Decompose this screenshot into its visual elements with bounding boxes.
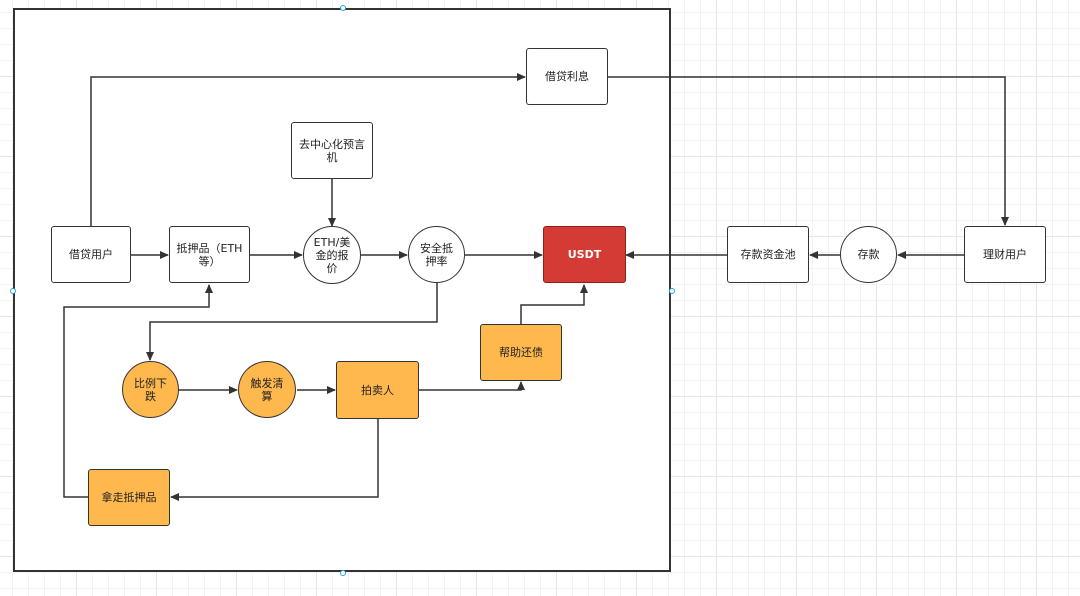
node-auctioneer[interactable]: 拍卖人 <box>336 361 419 419</box>
resize-handle-left[interactable] <box>10 288 16 294</box>
resize-handle-right[interactable] <box>669 288 675 294</box>
edge-auctioneer-take <box>170 419 379 501</box>
edge-borrower-interest <box>90 73 526 226</box>
node-oracle[interactable]: 去中心化预言 机 <box>291 122 373 179</box>
edge-take-collateral <box>63 284 213 498</box>
node-interest[interactable]: 借贷利息 <box>526 48 608 105</box>
resize-handle-bottom[interactable] <box>340 570 346 576</box>
node-price[interactable]: ETH/美 金的报 价 <box>303 226 361 284</box>
node-deposit-pool[interactable]: 存款资金池 <box>727 226 809 283</box>
edge-auctioneer-repay <box>419 381 525 391</box>
node-repay[interactable]: 帮助还债 <box>480 324 562 381</box>
edge-repay-usdt <box>520 284 588 324</box>
edge-interest-wealthuser <box>608 76 1009 226</box>
edge-saferatio-ratiodrop <box>146 283 438 361</box>
node-take-collateral[interactable]: 拿走抵押品 <box>88 469 170 526</box>
node-wealth-user[interactable]: 理财用户 <box>964 226 1046 283</box>
resize-handle-top[interactable] <box>340 5 346 11</box>
node-safe-ratio[interactable]: 安全抵 押率 <box>408 226 465 283</box>
node-collateral[interactable]: 抵押品（ETH 等） <box>169 226 250 283</box>
node-usdt[interactable]: USDT <box>543 226 626 283</box>
node-borrower[interactable]: 借贷用户 <box>51 226 131 283</box>
node-ratio-drop[interactable]: 比例下 跌 <box>122 361 179 418</box>
node-liquidation[interactable]: 触发清 算 <box>238 361 296 418</box>
node-deposit[interactable]: 存款 <box>840 226 897 283</box>
